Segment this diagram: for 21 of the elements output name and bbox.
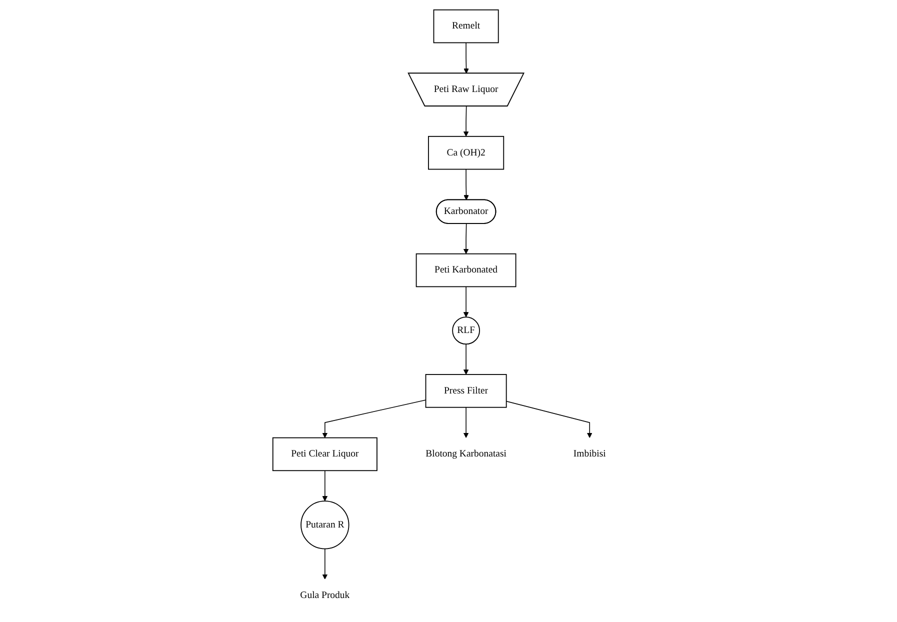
node-box: Peti Karbonated (416, 253, 516, 288)
node-box: Remelt (433, 9, 499, 44)
arrow (464, 42, 469, 74)
node-text: Blotong Karbonatasi (426, 448, 506, 460)
node-text: Gula Produk (300, 590, 350, 601)
node-circle: RLF (452, 316, 480, 345)
node-box: Ca (OH)2 (428, 136, 504, 170)
arrow (463, 223, 469, 254)
arrow (322, 548, 328, 580)
node-box: Press Filter (425, 374, 507, 408)
node-text: Imbibisi (573, 448, 606, 460)
arrow (463, 286, 469, 318)
arrow (464, 168, 469, 200)
node-box: Peti Clear Liquor (272, 437, 378, 472)
arrow (463, 406, 469, 438)
arrow (463, 344, 469, 375)
arrow (322, 400, 426, 438)
arrow (463, 106, 469, 137)
arrow (322, 470, 328, 502)
arrow (506, 400, 592, 438)
node-circle: Putaran R (300, 500, 350, 550)
